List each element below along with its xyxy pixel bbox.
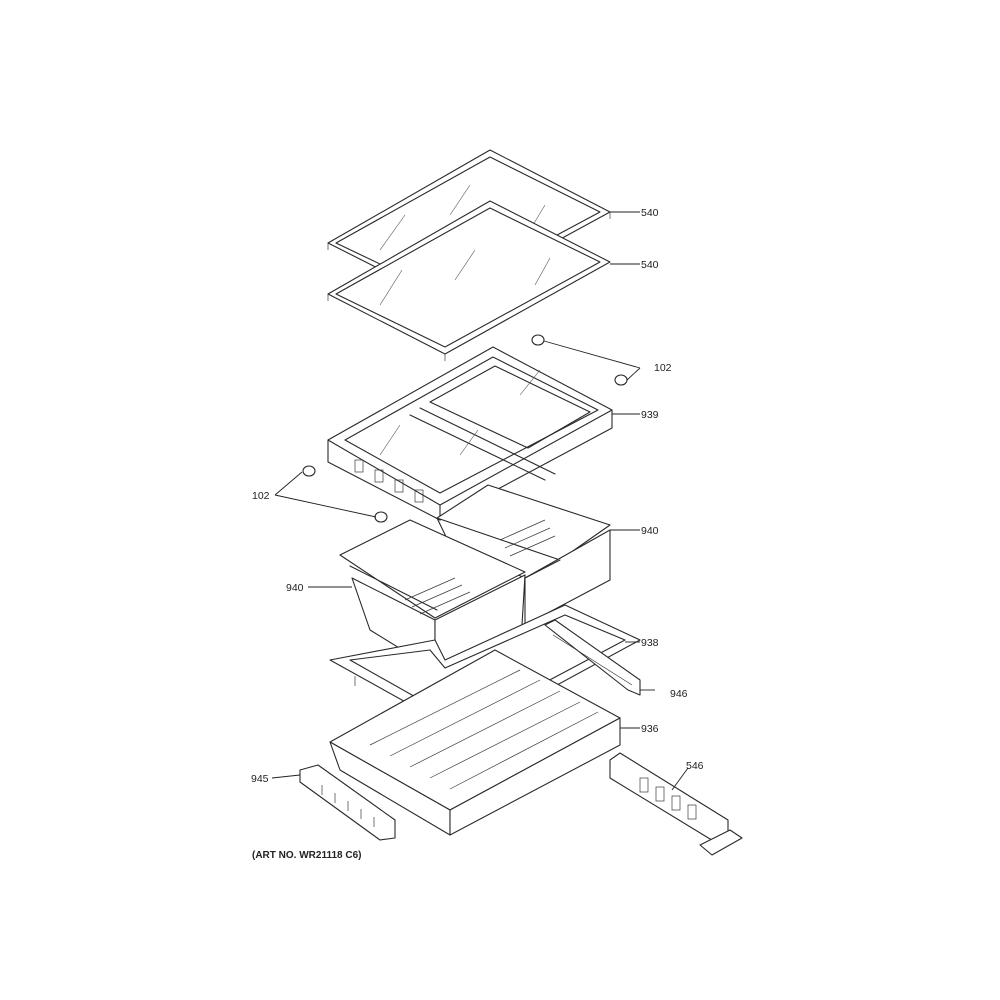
callout-945: 945 [251,773,269,785]
callout-labels: 540 540 102 939 102 940 940 938 946 936 … [251,207,704,785]
divider-panel [609,752,743,856]
crisper-drawer-right [436,484,611,626]
crisper-cover-frame [327,346,613,521]
callout-938: 938 [641,637,659,649]
callout-540-lower: 540 [641,259,659,271]
slide-rail [544,619,641,696]
fastener-102-a [531,334,628,386]
callout-936: 936 [641,723,659,735]
glass-shelf-lower [327,200,611,361]
callout-940-right: 940 [641,525,659,537]
art-number-caption: (ART NO. WR21118 C6) [252,850,362,861]
front-grille [299,764,396,841]
callout-102-left: 102 [252,490,270,502]
callout-546: 546 [686,760,704,772]
callout-540-upper: 540 [641,207,659,219]
callout-940-left: 940 [286,582,304,594]
bottom-pan [329,649,621,836]
callout-102-right: 102 [654,362,672,374]
leader-lines [271,211,689,791]
callout-946: 946 [670,688,688,700]
callout-939: 939 [641,409,659,421]
fastener-102-b [302,465,388,523]
